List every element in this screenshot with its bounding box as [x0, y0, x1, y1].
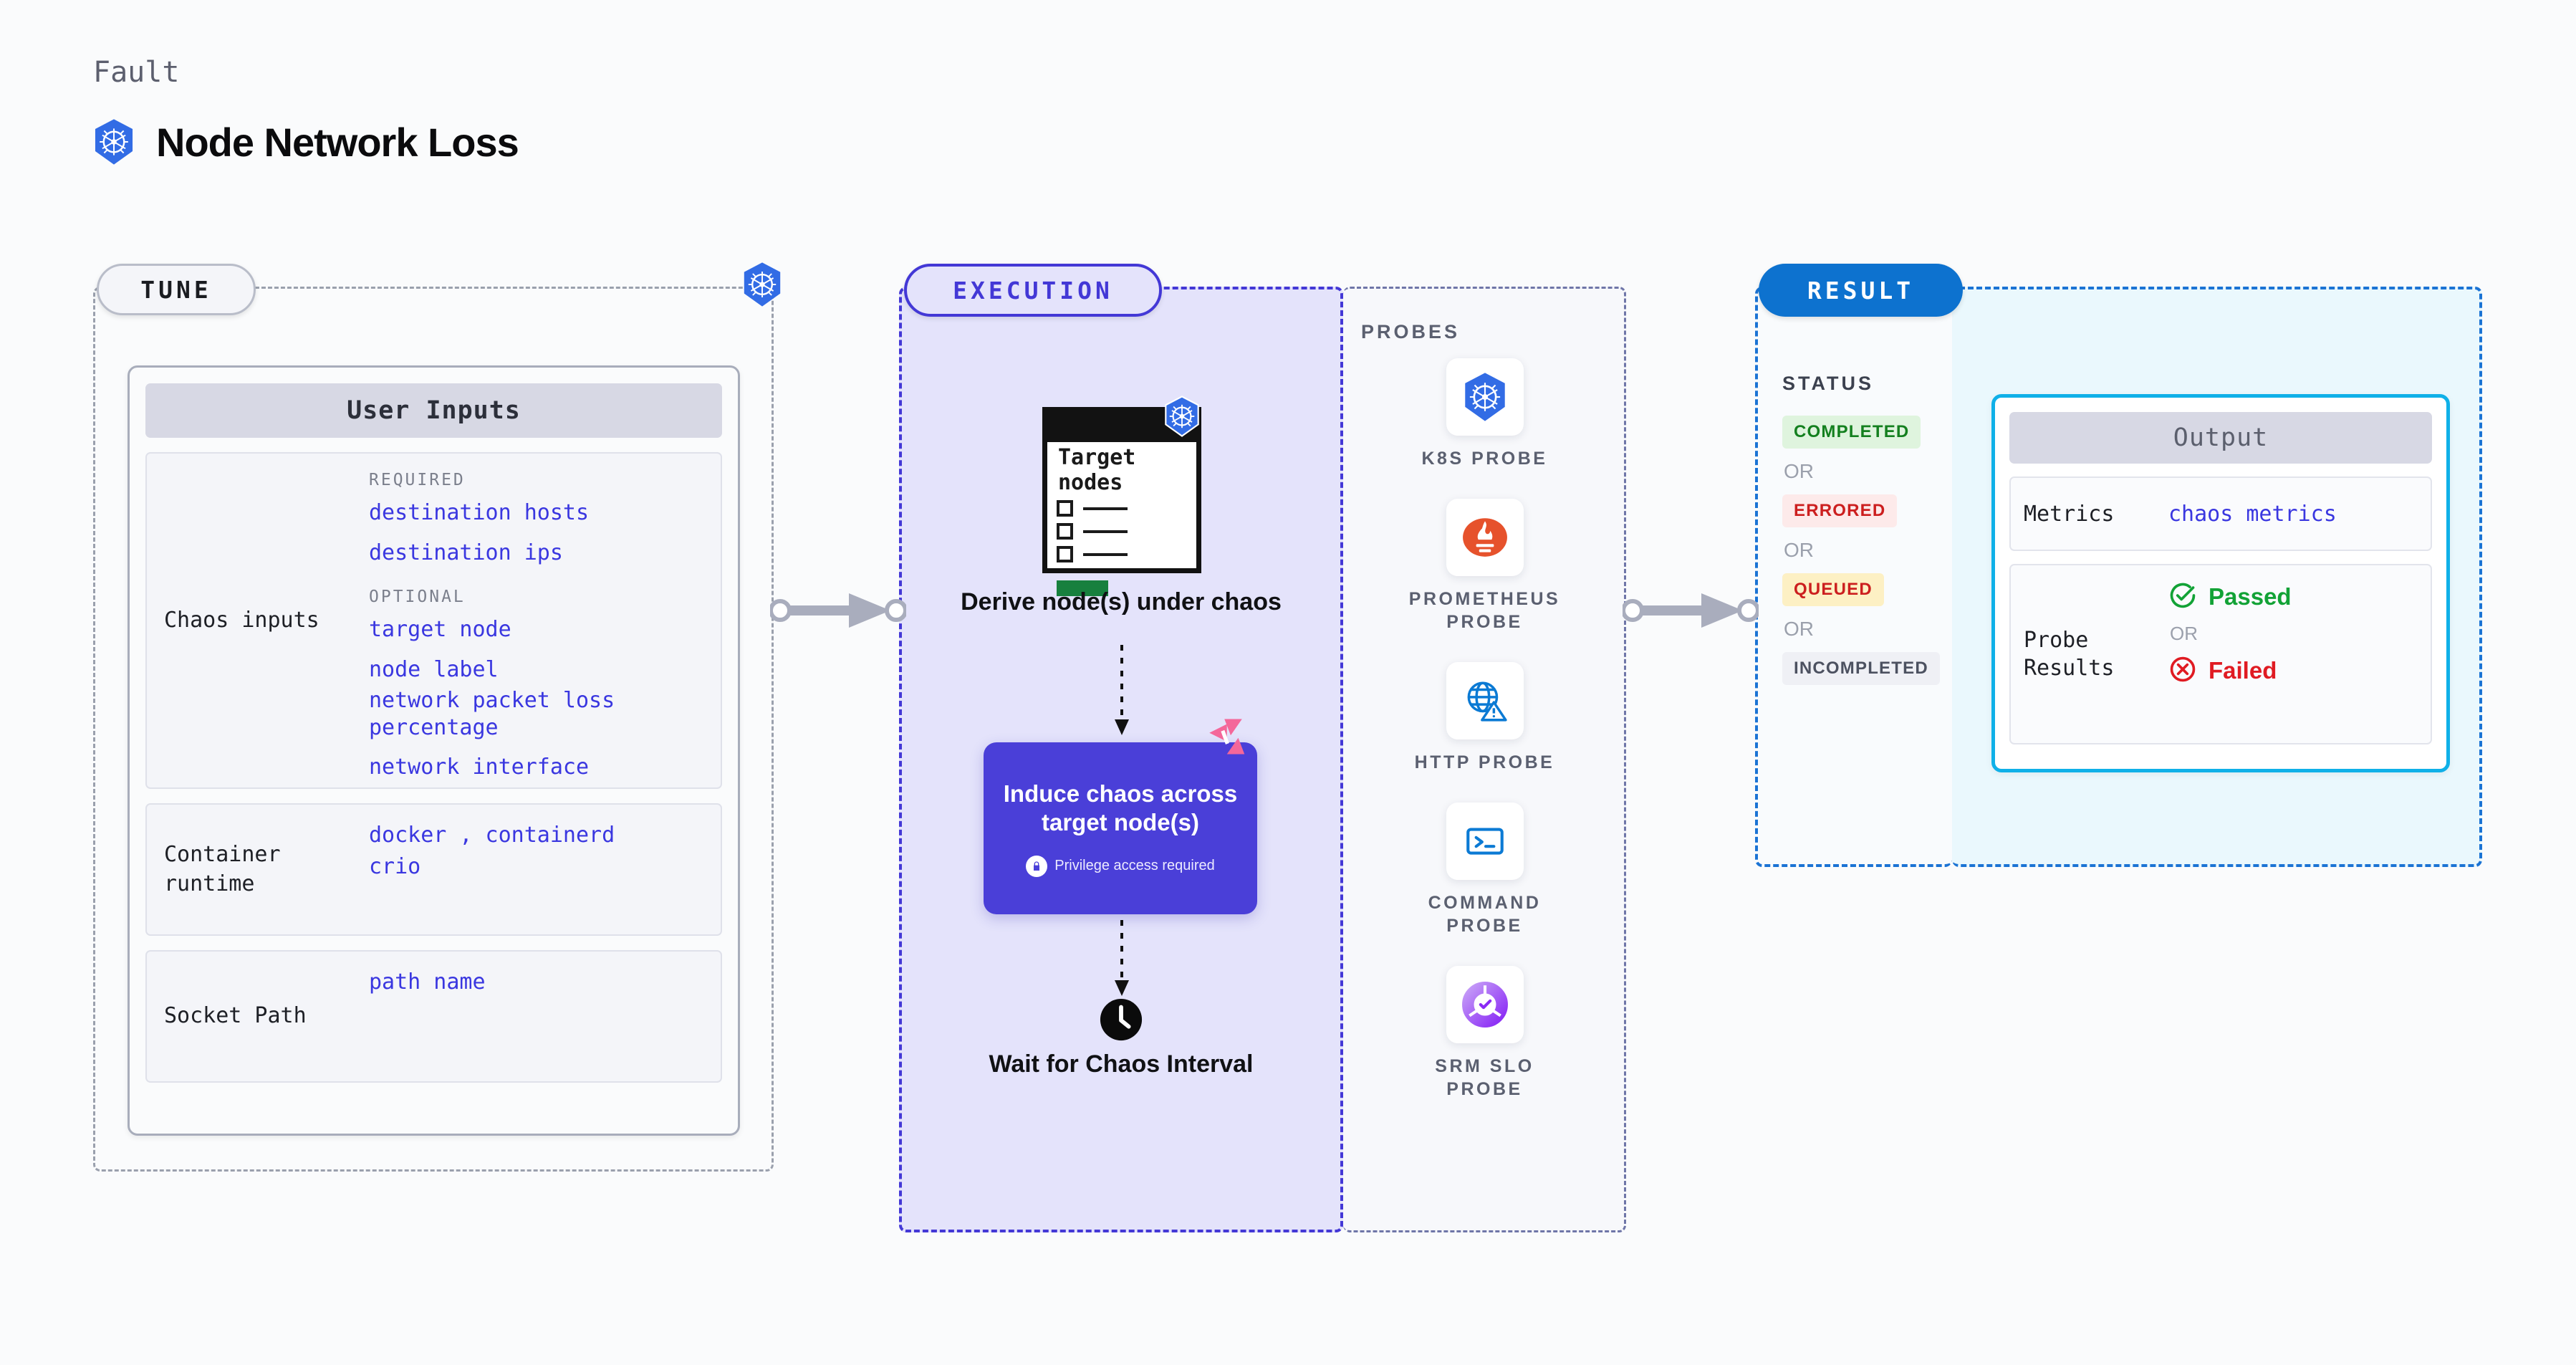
- flow-arrow-down-2: [1111, 920, 1133, 1003]
- output-card: Output Metrics chaos metrics Probe Resul…: [1991, 394, 2450, 772]
- or-separator: OR: [1784, 539, 1814, 561]
- kubernetes-icon: [92, 118, 136, 166]
- probe-label: PROMETHEUS PROBE: [1408, 589, 1561, 632]
- probe-item-command[interactable]: COMMAND PROBE: [1343, 803, 1626, 937]
- probe-results-section: Probe Results Passed OR: [2009, 564, 2432, 744]
- kubernetes-icon: [741, 262, 784, 310]
- execution-flow: Target nodes: [899, 287, 1343, 1232]
- socket-path-section: Socket Path path name: [145, 950, 722, 1083]
- line-placeholder: [1083, 552, 1128, 556]
- harness-logo-icon: [1206, 717, 1246, 760]
- lock-icon: [1026, 855, 1048, 877]
- page-title-row: Node Network Loss: [92, 118, 519, 166]
- checkbox-icon: [1057, 523, 1073, 540]
- probe-label: K8S PROBE: [1421, 449, 1548, 469]
- probes-panel: [1343, 287, 1626, 1232]
- probe-result-passed: Passed: [2168, 581, 2431, 613]
- probe-item-k8s[interactable]: K8S PROBE: [1343, 358, 1626, 470]
- privilege-note-text: Privilege access required: [1054, 858, 1215, 874]
- metrics-section: Metrics chaos metrics: [2009, 476, 2432, 551]
- terminal-prompt-icon: [1446, 803, 1524, 880]
- runtime-values-primary[interactable]: docker , containerd: [369, 823, 615, 848]
- prometheus-icon: [1446, 499, 1524, 576]
- status-badge-errored: ERRORED: [1782, 494, 1898, 527]
- probe-result-failed: Failed: [2168, 655, 2431, 686]
- status-badge-queued: QUEUED: [1782, 573, 1884, 606]
- confirm-bar-icon: [1057, 580, 1108, 596]
- probe-label: HTTP PROBE: [1414, 752, 1555, 772]
- probes-list: K8S PROBE PROMETHEUS PROBE: [1343, 358, 1626, 1129]
- probe-item-http[interactable]: HTTP PROBE: [1343, 662, 1626, 774]
- flow-arrow-down: [1111, 645, 1133, 742]
- status-badge-completed: COMPLETED: [1782, 416, 1921, 449]
- connector-tune-to-execution: [769, 589, 908, 635]
- probe-label: SRM SLO PROBE: [1435, 1056, 1534, 1099]
- chaos-inputs-section: Chaos inputs REQUIRED destination hosts …: [145, 452, 722, 789]
- runtime-values-secondary[interactable]: crio: [369, 853, 421, 879]
- failed-label: Failed: [2209, 657, 2277, 684]
- status-title: STATUS: [1782, 373, 1874, 394]
- user-inputs-title: User Inputs: [145, 383, 722, 438]
- list-item: [1057, 523, 1128, 540]
- page-title: Node Network Loss: [156, 119, 519, 165]
- checkbox-icon: [1057, 500, 1073, 517]
- input-destination-hosts[interactable]: destination hosts: [369, 500, 590, 525]
- srm-slo-donut-check-icon: [1446, 966, 1524, 1043]
- input-destination-ips[interactable]: destination ips: [369, 540, 563, 565]
- optional-kicker: OPTIONAL: [369, 588, 466, 606]
- input-network-packet-loss-percentage[interactable]: network packet loss percentage: [369, 688, 615, 740]
- input-node-label[interactable]: node label: [369, 656, 499, 682]
- check-circle-icon: [2168, 581, 2197, 613]
- target-nodes-list: [1057, 500, 1128, 569]
- connector-execution-to-result: [1621, 589, 1760, 635]
- kubernetes-icon: [1446, 358, 1524, 436]
- or-separator: OR: [1784, 460, 1814, 482]
- x-circle-icon: [2168, 655, 2197, 686]
- derive-nodes-caption: Derive node(s) under chaos: [961, 588, 1282, 616]
- probe-label: COMMAND PROBE: [1428, 893, 1542, 936]
- or-separator: OR: [2170, 623, 2198, 644]
- metrics-label: Metrics: [2024, 501, 2115, 527]
- probe-results-label: Probe Results: [2024, 628, 2115, 681]
- probe-item-prometheus[interactable]: PROMETHEUS PROBE: [1343, 499, 1626, 633]
- list-item: [1057, 500, 1128, 517]
- target-nodes-window-title: Target nodes: [1058, 445, 1136, 495]
- input-network-interface[interactable]: network interface: [369, 755, 590, 780]
- required-kicker: REQUIRED: [369, 471, 466, 489]
- line-placeholder: [1083, 530, 1128, 533]
- probes-title: PROBES: [1361, 321, 1461, 343]
- target-nodes-window-icon: Target nodes: [1042, 396, 1201, 596]
- list-item: [1057, 546, 1128, 562]
- stage-pill-execution[interactable]: EXECUTION: [904, 264, 1162, 317]
- stage-pill-tune[interactable]: TUNE: [97, 264, 256, 315]
- checkbox-icon: [1057, 546, 1073, 562]
- input-target-node[interactable]: target node: [369, 617, 511, 642]
- clock-icon: [899, 997, 1343, 1045]
- metrics-value[interactable]: chaos metrics: [2168, 501, 2337, 527]
- stage-pill-result[interactable]: RESULT: [1759, 264, 1963, 317]
- status-list: COMPLETED OR ERRORED OR QUEUED OR INCOMP…: [1782, 416, 1940, 685]
- socket-path-label: Socket Path: [164, 1003, 307, 1029]
- induce-chaos-title: Induce chaos across target node(s): [1003, 780, 1238, 835]
- induce-chaos-node[interactable]: Induce chaos across target node(s) Privi…: [984, 742, 1257, 914]
- http-globe-warning-icon: [1446, 662, 1524, 739]
- output-title: Output: [2009, 412, 2432, 464]
- socket-path-value[interactable]: path name: [369, 969, 486, 995]
- container-runtime-section: Container runtime docker , containerd cr…: [145, 803, 722, 936]
- probe-item-srm-slo[interactable]: SRM SLO PROBE: [1343, 966, 1626, 1101]
- or-separator: OR: [1784, 618, 1814, 640]
- wait-interval-caption: Wait for Chaos Interval: [989, 1050, 1254, 1078]
- chaos-inputs-label: Chaos inputs: [164, 607, 319, 633]
- fault-kicker: Fault: [93, 56, 180, 89]
- user-inputs-card: User Inputs Chaos inputs REQUIRED destin…: [128, 365, 740, 1136]
- status-badge-incompleted: INCOMPLETED: [1782, 652, 1940, 685]
- passed-label: Passed: [2209, 583, 2292, 610]
- container-runtime-label: Container runtime: [164, 842, 281, 896]
- privilege-note: Privilege access required: [1026, 855, 1215, 877]
- kubernetes-icon: [1163, 396, 1201, 440]
- line-placeholder: [1083, 507, 1128, 510]
